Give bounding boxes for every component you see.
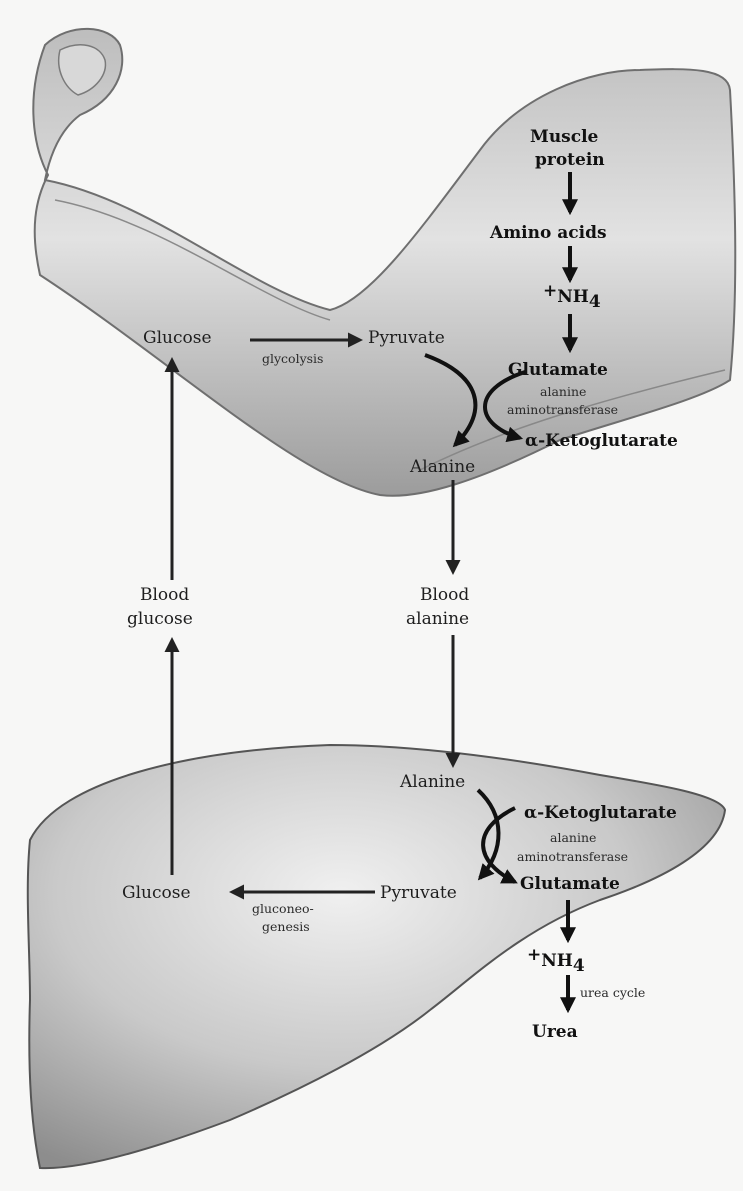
label-enzyme-muscle-line2: aminotransferase <box>507 402 618 417</box>
label-ketoglutarate-liver: α-Ketoglutarate <box>524 803 677 823</box>
alpha-symbol: α <box>525 431 538 451</box>
label-muscle-protein-line2: protein <box>535 150 605 170</box>
nh4-subscript: 4 <box>573 956 585 976</box>
label-urea: Urea <box>532 1022 578 1042</box>
label-enzyme-liver-line1: alanine <box>550 830 596 845</box>
label-ketoglutarate-muscle: α-Ketoglutarate <box>525 431 678 451</box>
label-gluconeogenesis-line2: genesis <box>262 919 310 934</box>
label-glutamate-muscle: Glutamate <box>508 360 608 380</box>
nh4-text: NH <box>557 287 589 307</box>
label-blood-glucose-line1: Blood <box>140 585 189 605</box>
label-glucose-liver: Glucose <box>122 883 191 903</box>
nh4-text: NH <box>541 951 573 971</box>
nh4-plus: + <box>543 281 557 301</box>
label-alanine-liver: Alanine <box>399 772 465 792</box>
arm-illustration <box>33 29 735 496</box>
label-blood-alanine-line2: alanine <box>406 609 469 629</box>
label-glucose-muscle: Glucose <box>143 328 212 348</box>
label-glutamate-liver: Glutamate <box>520 874 620 894</box>
label-alanine-muscle: Alanine <box>409 457 475 477</box>
ketoglutarate-text: -Ketoglutarate <box>538 431 678 451</box>
label-enzyme-muscle-line1: alanine <box>540 384 586 399</box>
label-amino-acids: Amino acids <box>489 223 607 243</box>
label-nh4-liver: +NH4 <box>527 945 585 976</box>
label-gluconeogenesis-line1: gluconeo- <box>252 901 314 916</box>
label-pyruvate-liver: Pyruvate <box>380 883 457 903</box>
alpha-symbol: α <box>524 803 537 823</box>
label-glycolysis: glycolysis <box>262 351 323 366</box>
label-blood-alanine-line1: Blood <box>420 585 469 605</box>
label-urea-cycle: urea cycle <box>580 985 645 1000</box>
ketoglutarate-text: -Ketoglutarate <box>537 803 677 823</box>
label-enzyme-liver-line2: aminotransferase <box>517 849 628 864</box>
label-muscle-protein-line1: Muscle <box>530 127 599 147</box>
label-pyruvate-muscle: Pyruvate <box>368 328 445 348</box>
label-blood-glucose-line2: glucose <box>127 609 193 629</box>
nh4-subscript: 4 <box>589 292 601 312</box>
nh4-plus: + <box>527 945 541 965</box>
